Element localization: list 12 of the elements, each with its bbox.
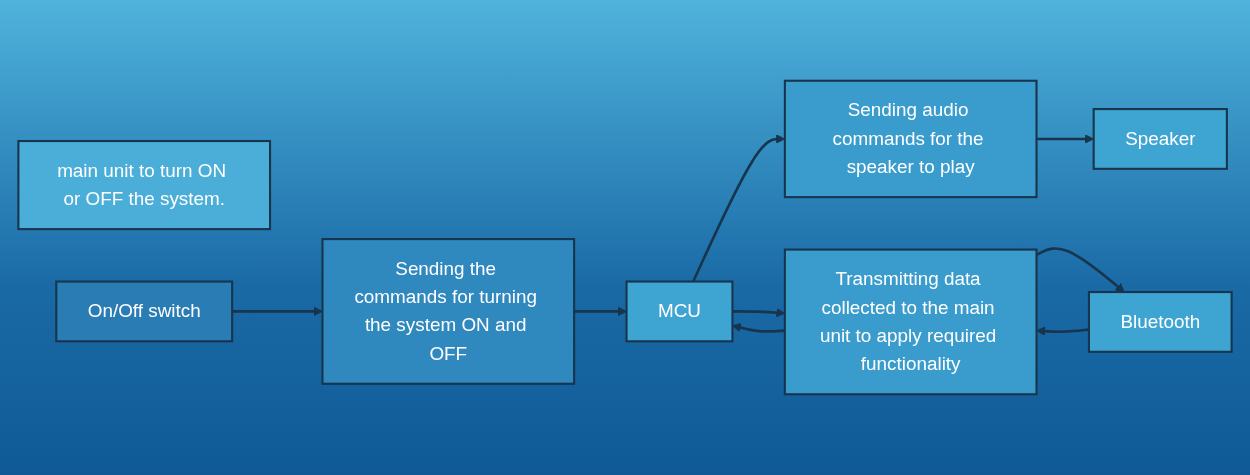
arrow [232, 306, 323, 317]
node-box: Sending the commands for turning the system ON and OFF [321, 238, 576, 385]
node-box: On/Off switch [55, 280, 234, 343]
node-box: Speaker [1092, 108, 1228, 170]
node-box: Bluetooth [1087, 290, 1233, 353]
node-box: MCU [625, 280, 734, 343]
node-box: main unit to turn ON or OFF the system. [17, 140, 272, 231]
node-box: Transmitting data collected to the main unit to apply required functionality [783, 248, 1038, 396]
arrow [732, 323, 785, 333]
node-box: Sending audio commands for the speaker to play [783, 79, 1038, 199]
arrow [574, 306, 627, 317]
arrow [1035, 247, 1125, 293]
